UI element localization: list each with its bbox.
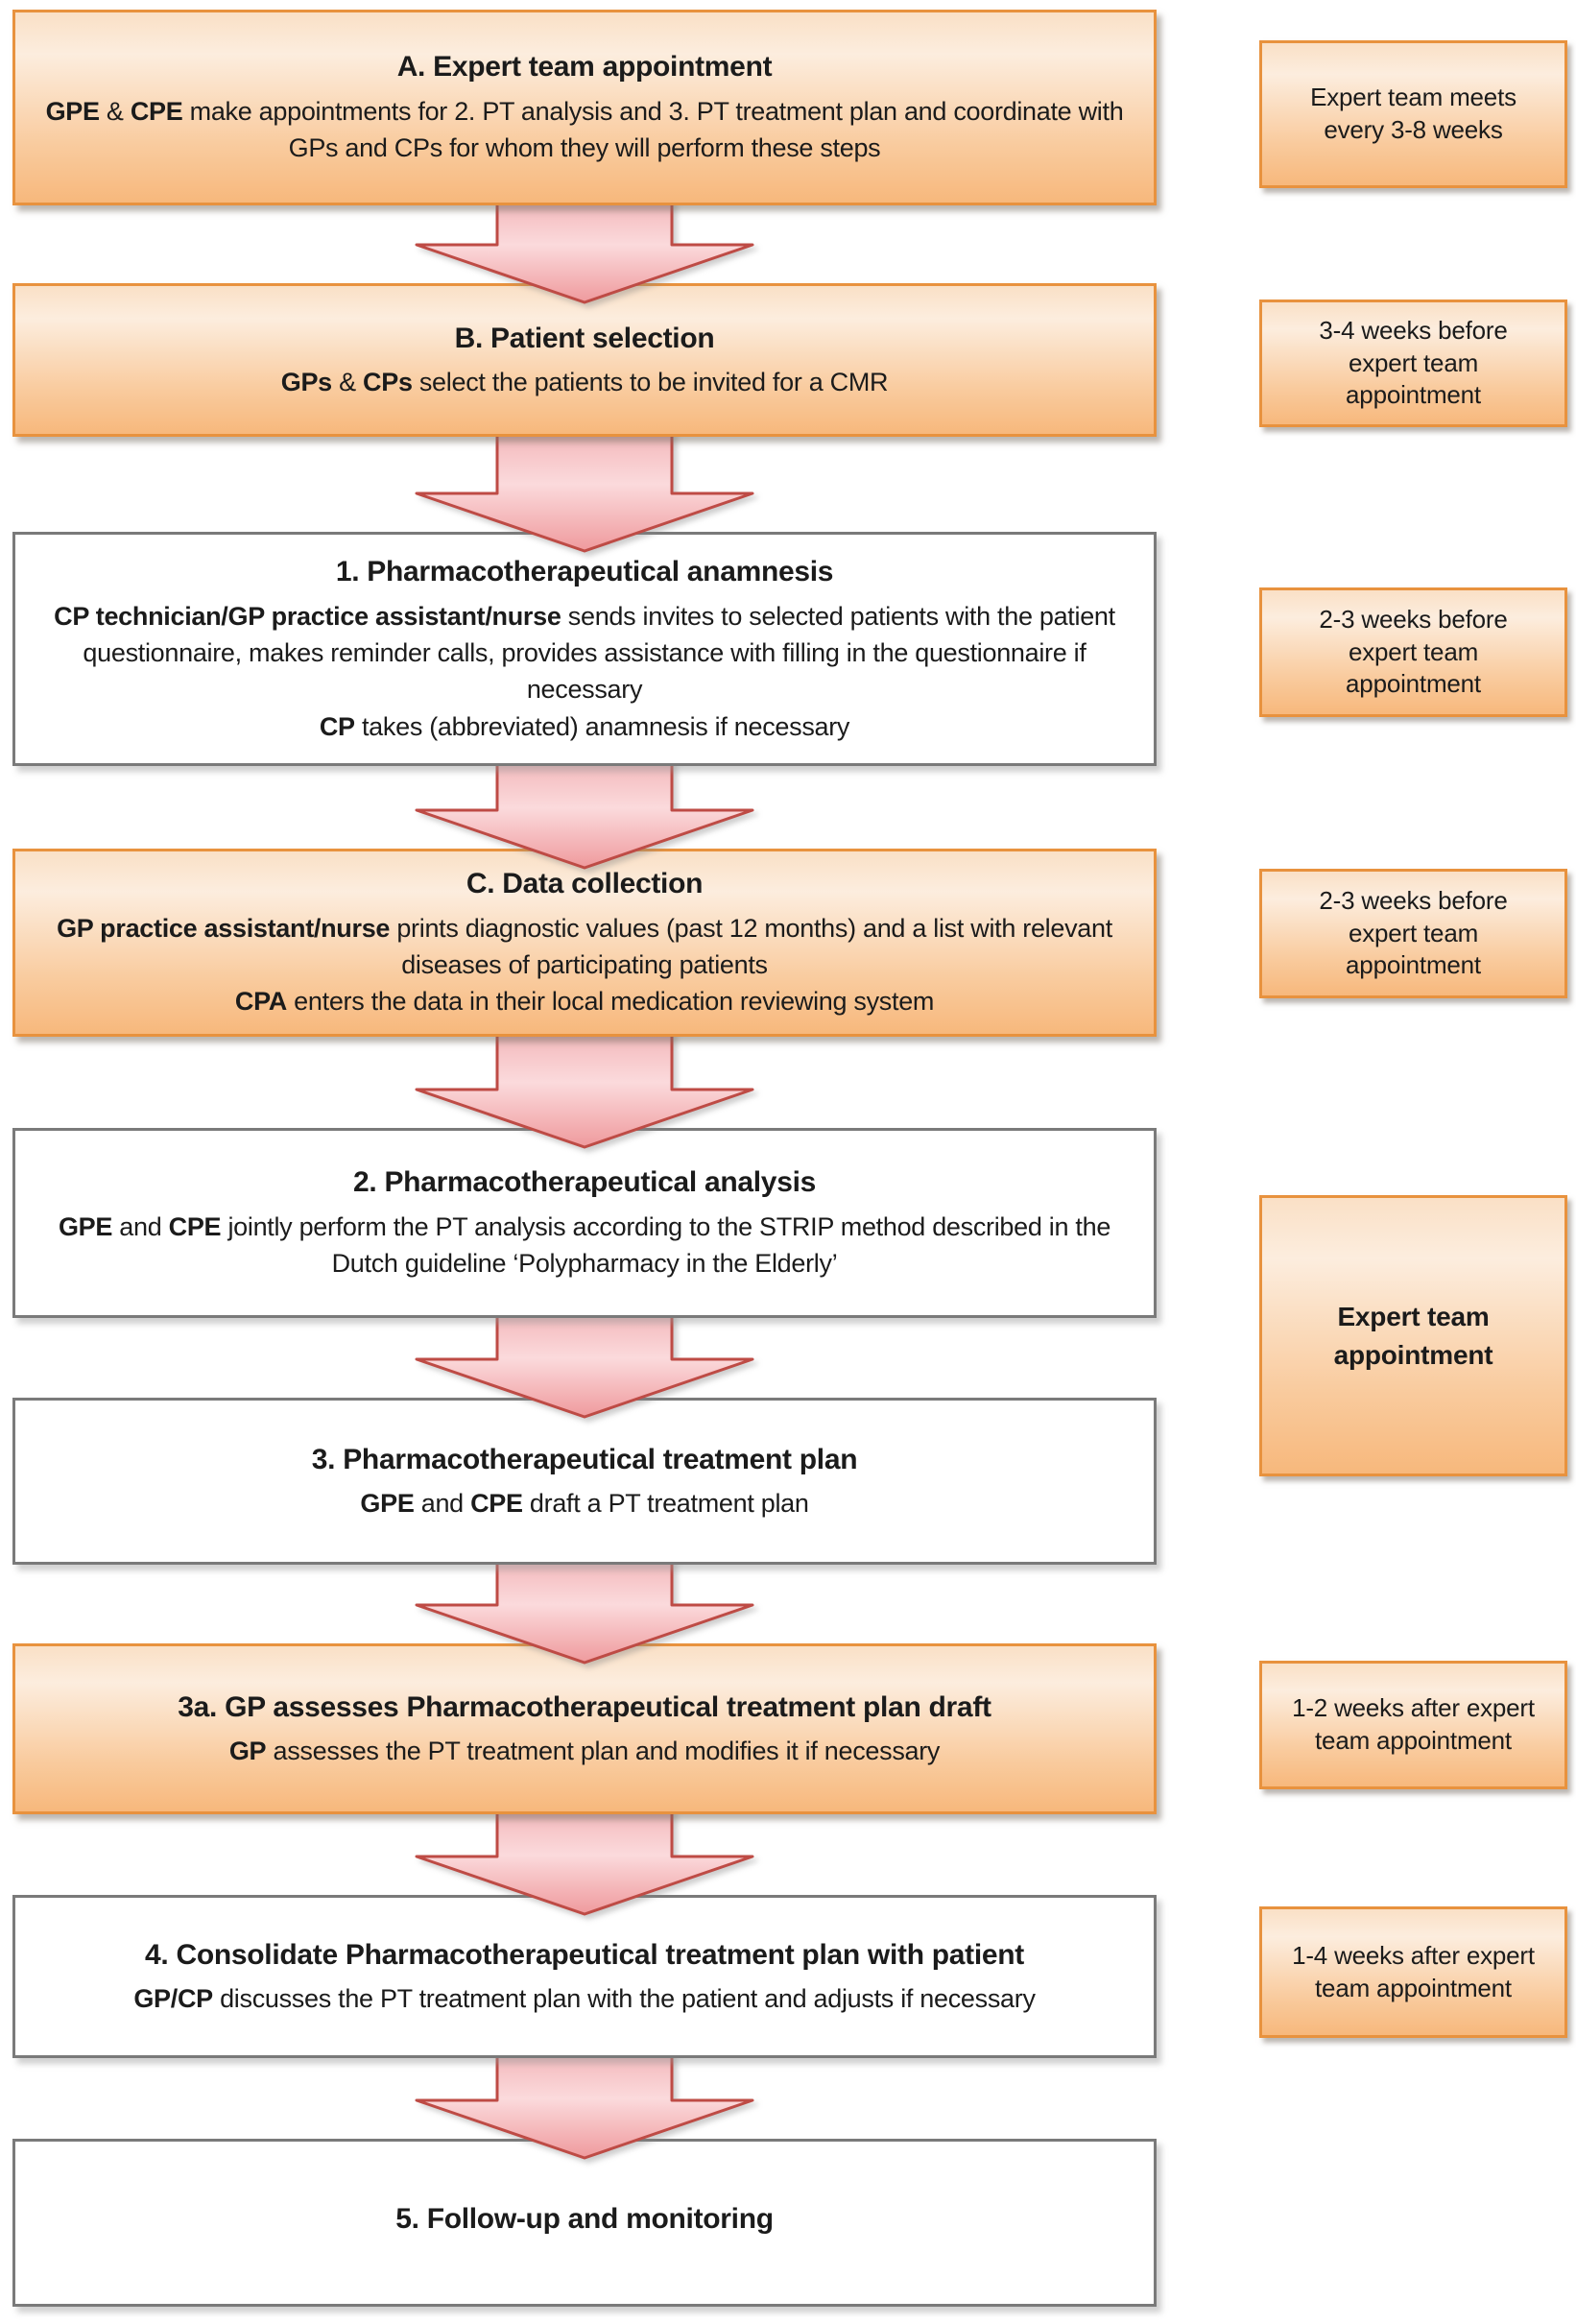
step-title: A. Expert team appointment <box>396 51 773 84</box>
note-line: appointment <box>1346 669 1481 699</box>
timeline-note-1-2-weeks-after: 1-2 weeks after expert team appointment <box>1259 1661 1567 1789</box>
step-body: CP technician/GP practice assistant/nurs… <box>54 601 1115 705</box>
note-line: appointment <box>1346 380 1481 410</box>
note-line: 1-4 weeks after expert <box>1292 1940 1535 1970</box>
note-line: Expert team meets <box>1310 83 1516 112</box>
down-arrow <box>415 429 754 553</box>
step-box-gp-assesses-draft: 3a. GP assesses Pharmacotherapeutical tr… <box>12 1643 1157 1814</box>
timeline-note-2-3-weeks-before-data: 2-3 weeks before expert team appointment <box>1259 869 1567 998</box>
down-arrow <box>415 1029 754 1149</box>
step-body: CP takes (abbreviated) anamnesis if nece… <box>319 711 850 741</box>
step-title: C. Data collection <box>466 868 704 900</box>
down-arrow <box>415 2050 754 2160</box>
timeline-note-expert-team-appointment: Expert team appointment <box>1259 1195 1567 1476</box>
step-body: GPE and CPE draft a PT treatment plan <box>360 1489 809 1519</box>
step-title: 4. Consolidate Pharmacotherapeutical tre… <box>145 1938 1024 1971</box>
down-arrow <box>415 1310 754 1419</box>
step-box-consolidate-with-patient: 4. Consolidate Pharmacotherapeutical tre… <box>12 1895 1157 2058</box>
note-line: team appointment <box>1315 1726 1512 1755</box>
step-body: GP practice assistant/nurse prints diagn… <box>57 913 1112 980</box>
step-body: GP/CP discusses the PT treatment plan wi… <box>133 1984 1036 2014</box>
step-title: 3. Pharmacotherapeutical treatment plan <box>311 1443 858 1475</box>
step-body: GPE & CPE make appointments for 2. PT an… <box>45 96 1124 163</box>
step-box-patient-selection: B. Patient selection GPs & CPs select th… <box>12 283 1157 437</box>
step-body: CPA enters the data in their local medic… <box>234 987 935 1017</box>
note-line: 1-2 weeks after expert <box>1292 1693 1535 1723</box>
note-line: expert team <box>1348 918 1479 947</box>
note-line: 3-4 weeks before <box>1319 315 1508 345</box>
step-box-pt-analysis: 2. Pharmacotherapeutical analysis GPE an… <box>12 1128 1157 1318</box>
step-body: GP assesses the PT treatment plan and mo… <box>228 1737 941 1766</box>
step-box-data-collection: C. Data collection GP practice assistant… <box>12 849 1157 1037</box>
step-title: 2. Pharmacotherapeutical analysis <box>353 1166 816 1199</box>
timeline-note-3-4-weeks-before: 3-4 weeks before expert team appointment <box>1259 299 1567 427</box>
step-title: 5. Follow-up and monitoring <box>395 2203 774 2236</box>
step-body: GPs & CPs select the patients to be invi… <box>280 368 889 397</box>
note-line: appointment <box>1346 950 1481 980</box>
note-line: Expert team <box>1337 1302 1490 1332</box>
step-box-pt-anamnesis: 1. Pharmacotherapeutical anamnesis CP te… <box>12 532 1157 766</box>
timeline-note-expert-team-meets: Expert team meets every 3-8 weeks <box>1259 40 1567 188</box>
note-line: team appointment <box>1315 1973 1512 2002</box>
down-arrow <box>415 1557 754 1665</box>
note-line: expert team <box>1348 636 1479 666</box>
note-line: appointment <box>1333 1339 1493 1370</box>
step-title: 3a. GP assesses Pharmacotherapeutical tr… <box>178 1690 991 1723</box>
note-line: 2-3 weeks before <box>1319 885 1508 915</box>
timeline-note-1-4-weeks-after: 1-4 weeks after expert team appointment <box>1259 1906 1567 2038</box>
step-title: B. Patient selection <box>454 322 715 354</box>
note-line: every 3-8 weeks <box>1324 115 1503 144</box>
step-box-pt-treatment-plan: 3. Pharmacotherapeutical treatment plan … <box>12 1398 1157 1565</box>
step-box-follow-up: 5. Follow-up and monitoring <box>12 2139 1157 2307</box>
timeline-note-2-3-weeks-before-anamnesis: 2-3 weeks before expert team appointment <box>1259 587 1567 717</box>
step-body: GPE and CPE jointly perform the PT analy… <box>58 1211 1111 1279</box>
note-line: expert team <box>1348 347 1479 377</box>
down-arrow <box>415 198 754 304</box>
note-line: 2-3 weeks before <box>1319 604 1508 634</box>
down-arrow <box>415 758 754 870</box>
down-arrow <box>415 1807 754 1916</box>
step-title: 1. Pharmacotherapeutical anamnesis <box>335 556 834 588</box>
step-box-expert-team-appointment: A. Expert team appointment GPE & CPE mak… <box>12 10 1157 205</box>
